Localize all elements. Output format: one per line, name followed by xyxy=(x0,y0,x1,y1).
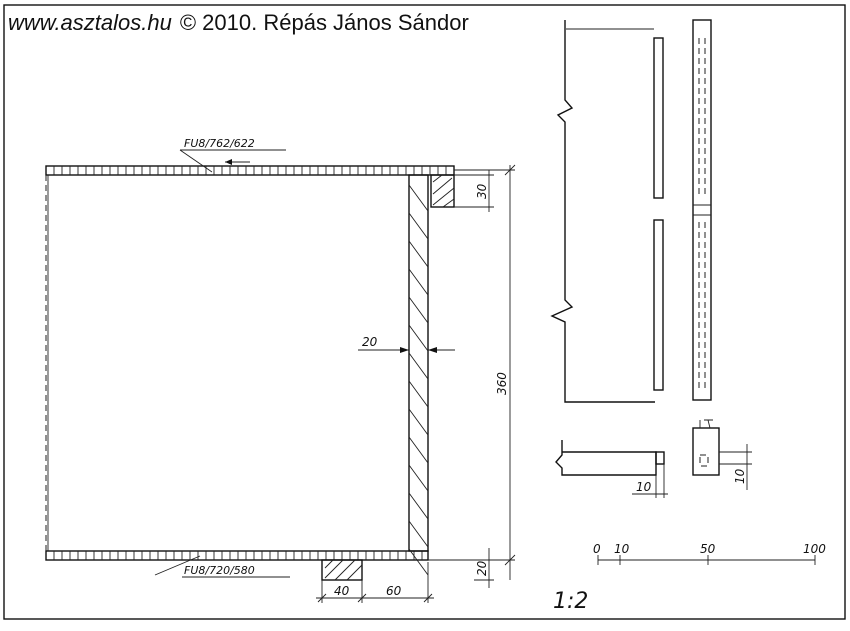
dim-side-thickness: 20 xyxy=(362,335,378,349)
dim-edge-a: 10 xyxy=(636,480,652,494)
scale-tick-0: 0 xyxy=(593,542,601,556)
top-panel-hatch xyxy=(53,166,447,175)
sheet-frame xyxy=(3,4,846,620)
dim-height: 360 xyxy=(495,372,509,395)
copyright-text: © 2010. Répás János Sándor xyxy=(179,10,469,35)
header: www.asztalos.hu © 2010. Répás János Sándo… xyxy=(8,10,469,36)
side-panel xyxy=(408,174,429,552)
dim-top-strip: 30 xyxy=(475,183,489,199)
scale-tick-10: 10 xyxy=(614,542,630,556)
top-panel-label: FU8/762/622 xyxy=(184,137,255,150)
scale-tick-50: 50 xyxy=(700,542,716,556)
dim-edge-b: 10 xyxy=(733,468,747,484)
bottom-panel-hatch xyxy=(53,551,423,560)
website-text: www.asztalos.hu xyxy=(8,10,172,35)
side-section xyxy=(550,19,712,403)
top-block xyxy=(430,174,455,208)
scale-tick-100: 100 xyxy=(803,542,826,556)
dim-bottom-strip: 20 xyxy=(475,560,489,576)
scale-label: 1:2 xyxy=(553,589,588,614)
main-view: FU8/762/622 FU8/720/580 30 20 360 xyxy=(45,137,516,603)
dim-offset: 60 xyxy=(386,584,402,598)
bottom-panel-label: FU8/720/580 xyxy=(184,564,255,577)
bottom-panel xyxy=(45,550,429,561)
detail-views: 10 10 xyxy=(555,419,752,498)
side-panel-hatch xyxy=(408,184,429,576)
top-panel xyxy=(45,165,455,176)
dim-block-width: 40 xyxy=(334,584,350,598)
bottom-block xyxy=(321,559,363,581)
scale-bar: 0 10 50 100 xyxy=(593,542,826,565)
